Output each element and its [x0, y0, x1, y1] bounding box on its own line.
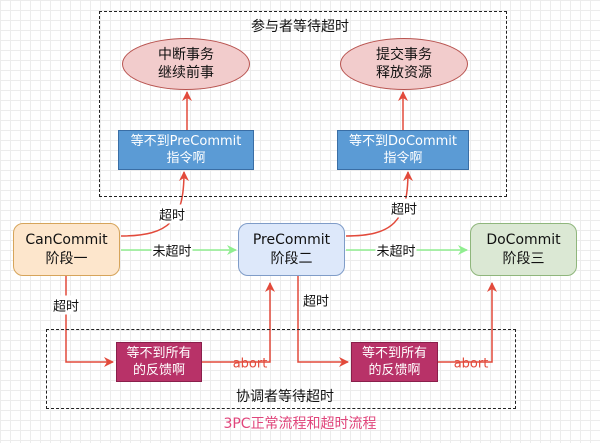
no-feedback-node-2[interactable]: 等不到所有的反馈啊 [351, 342, 438, 382]
docommit-stage-subtitle: 阶段三 [502, 250, 545, 267]
no-precommit-node[interactable]: 等不到PreCommit 指令啊 [118, 130, 254, 170]
no-docommit-node[interactable]: 等不到DoCommit 指令啊 [337, 130, 469, 170]
diagram-caption: 3PC正常流程和超时流程 [223, 416, 377, 432]
no-feedback-1-line1: 等不到所有 [126, 346, 192, 361]
edge-feedback1-abort [202, 282, 275, 363]
no-feedback-node-1[interactable]: 等不到所有的反馈啊 [116, 342, 202, 382]
edge-feedback2-abort [438, 282, 497, 363]
no-precommit-line2: 指令啊 [166, 151, 206, 166]
no-feedback-2-line2: 的反馈啊 [368, 363, 421, 378]
timeout-label-bottom-2: 超时 [301, 290, 331, 310]
no-docommit-line1: 等不到DoCommit [348, 134, 458, 149]
timeout-label-top-1: 超时 [157, 204, 187, 224]
docommit-stage-title: DoCommit [486, 231, 561, 248]
participant-timeout-group [99, 11, 507, 197]
edge-precommit-timeout-up [345, 171, 413, 237]
docommit-stage-node[interactable]: DoCommit 阶段三 [470, 223, 577, 276]
no-precommit-line1: 等不到PreCommit [130, 134, 242, 149]
timeout-label-bottom-1: 超时 [51, 295, 81, 315]
precommit-stage-title: PreCommit [252, 231, 331, 248]
coordinator-timeout-group [46, 329, 516, 409]
not-timeout-label-1: 未超时 [151, 240, 193, 260]
cancommit-stage-title: CanCommit [25, 231, 108, 248]
timeout-label-top-2: 超时 [389, 198, 419, 218]
commit-transaction-node[interactable]: 提交事务释放资源 [340, 38, 468, 90]
edge-precommit-timeout-down [297, 276, 349, 367]
coordinator-timeout-label: 协调者等待超时 [236, 389, 334, 405]
no-feedback-1-line2: 的反馈啊 [132, 363, 185, 378]
abort-label-2: abort [453, 356, 489, 372]
abort-transaction-node[interactable]: 中断事务继续前事 [122, 38, 250, 90]
no-docommit-line2: 指令啊 [383, 151, 423, 166]
precommit-stage-subtitle: 阶段二 [270, 250, 313, 267]
commit-transaction-line1: 提交事务 [376, 47, 432, 63]
abort-label-1: abort [232, 356, 268, 372]
cancommit-stage-subtitle: 阶段一 [45, 250, 88, 267]
precommit-stage-node[interactable]: PreCommit 阶段二 [238, 223, 345, 276]
participant-timeout-label: 参与者等待超时 [251, 19, 349, 35]
commit-transaction-line2: 释放资源 [376, 65, 432, 81]
abort-transaction-line2: 继续前事 [158, 65, 214, 81]
not-timeout-label-2: 未超时 [375, 240, 417, 260]
abort-transaction-line1: 中断事务 [158, 47, 214, 63]
cancommit-stage-node[interactable]: CanCommit 阶段一 [13, 223, 120, 276]
no-feedback-2-line1: 等不到所有 [361, 346, 427, 361]
